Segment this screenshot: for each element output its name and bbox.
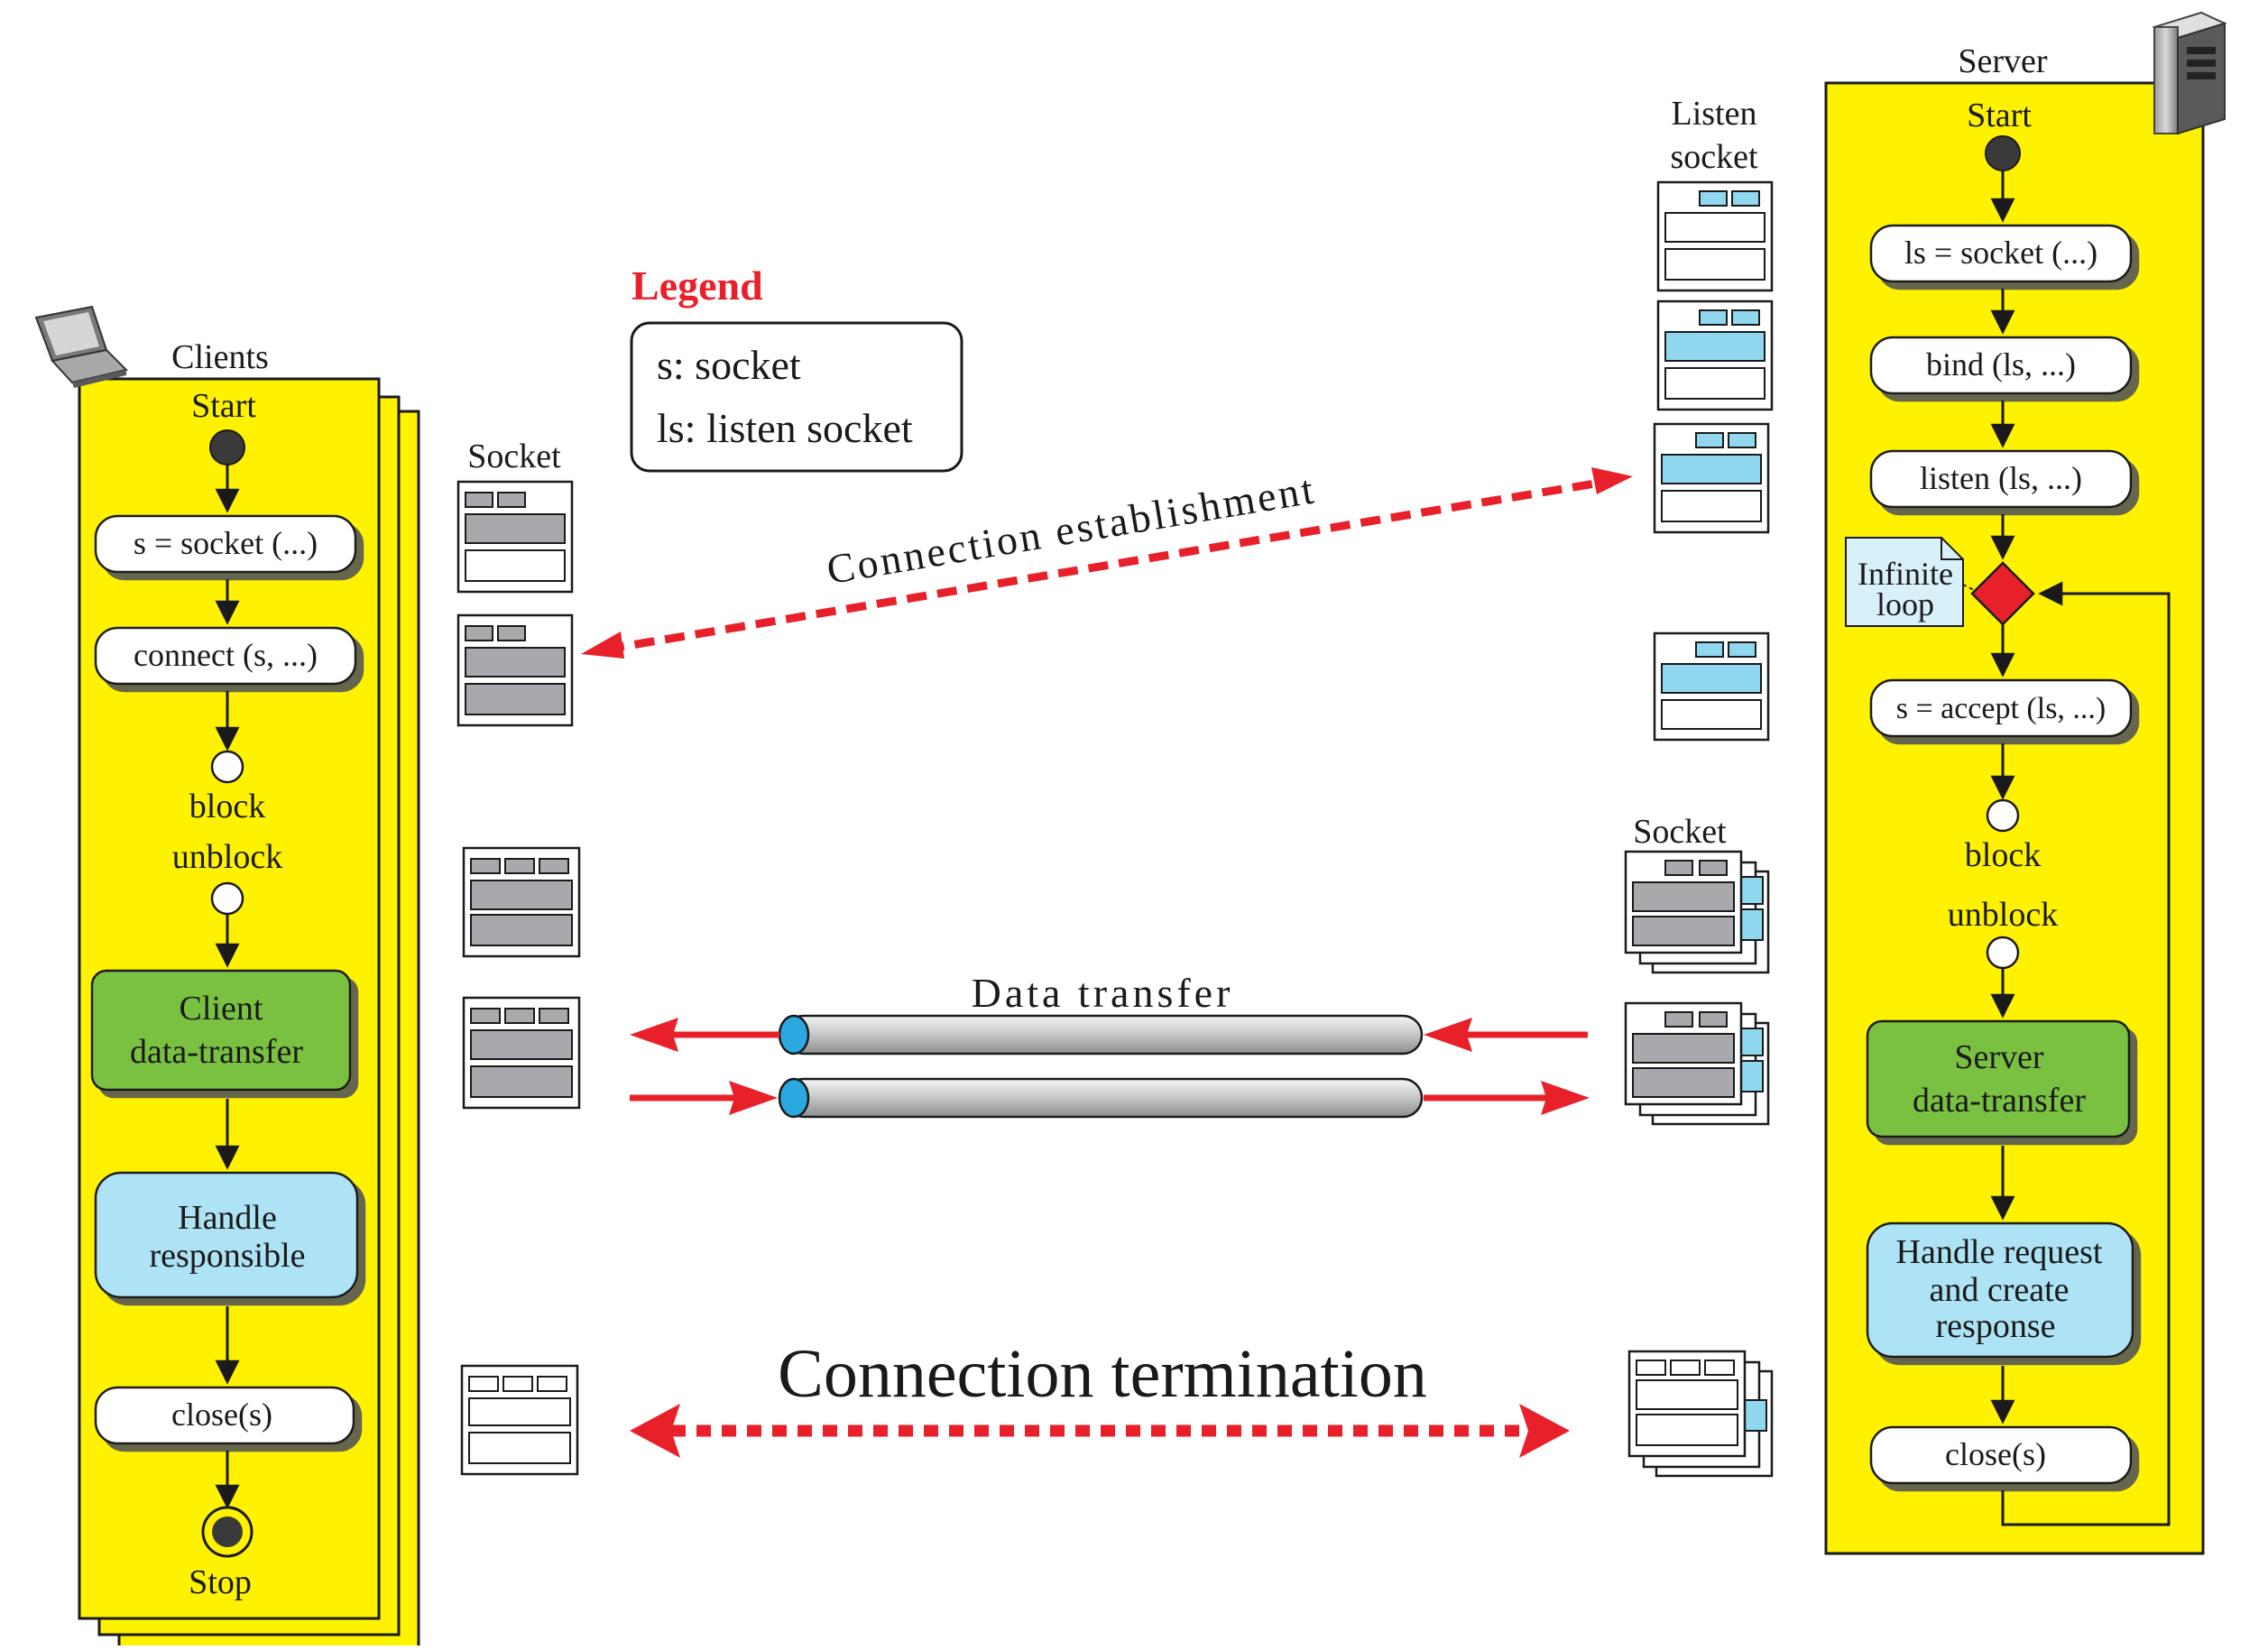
server-start-label: Start	[1967, 97, 2032, 134]
server-title: Server	[1958, 42, 2048, 80]
client-socket-label: Socket	[467, 438, 561, 475]
clients-handle-line1: Handle	[178, 1199, 277, 1237]
server-step-listen: listen (ls, ...)	[1920, 460, 2082, 496]
server-handle-line2: and create	[1929, 1271, 2069, 1309]
server-block-node	[1986, 798, 2020, 833]
server-step-accept: s = accept (ls, ...)	[1896, 692, 2107, 725]
server-block-label: block	[1965, 836, 2041, 874]
client-socket-icon-1	[456, 480, 574, 594]
clients-step-socket: s = socket (...)	[134, 525, 318, 561]
server-handle-line1: Handle request	[1896, 1233, 2103, 1271]
server-infinite-loop-line1: Infinite	[1858, 556, 1953, 592]
listen-socket-icon-1	[1656, 180, 1774, 292]
server-data-transfer-line2: data-transfer	[1913, 1082, 2086, 1120]
client-socket-icon-5	[460, 1364, 579, 1476]
server-step-socket: ls = socket (...)	[1904, 235, 2097, 271]
clients-handle-line2: responsible	[149, 1237, 305, 1275]
client-block-label: block	[189, 788, 265, 825]
server-handle-box: Handle request and create response	[1866, 1221, 2134, 1359]
server-data-transfer-box: Server data-transfer	[1866, 1019, 2131, 1138]
listen-socket-icon-4	[1653, 631, 1770, 742]
client-close-step: close(s)	[94, 1386, 355, 1445]
client-unblock-label: unblock	[172, 838, 282, 876]
server-close: close(s)	[1945, 1436, 2046, 1472]
client-socket-step: s = socket (...)	[94, 514, 357, 574]
legend-title: Legend	[632, 263, 763, 309]
data-transfer-label: Data transfer	[972, 970, 1234, 1016]
client-start-node	[209, 429, 245, 466]
connection-termination-label: Connection termination	[778, 1336, 1427, 1412]
listen-socket-icon-2	[1656, 300, 1774, 411]
server-socket-label: Socket	[1633, 813, 1727, 851]
client-socket-icon-4	[462, 996, 581, 1110]
server-socket-stack-3	[1627, 1350, 1774, 1478]
client-block-node	[210, 750, 244, 784]
clients-data-transfer-line1: Client	[180, 990, 263, 1028]
server-socket-step: ls = socket (...)	[1869, 224, 2133, 283]
server-unblock-label: unblock	[1948, 896, 2058, 934]
server-listen-step: listen (ls, ...)	[1869, 449, 2133, 509]
clients-close: close(s)	[171, 1397, 272, 1433]
server-tower-icon	[2152, 11, 2227, 135]
listen-socket-label-1: Listen	[1672, 95, 1757, 133]
loop-back-arrow	[2001, 581, 2171, 1526]
server-accept-step: s = accept (ls, ...)	[1869, 678, 2133, 738]
legend-box: s: socket ls: listen socket	[630, 321, 963, 473]
infinite-loop-note: Infinite loop	[1845, 537, 1964, 627]
clients-title: Clients	[171, 338, 269, 376]
clients-step-connect: connect (s, ...)	[134, 637, 318, 673]
client-socket-icon-3	[462, 846, 581, 958]
client-socket-icon-2	[456, 613, 574, 727]
server-step-bind: bind (ls, ...)	[1926, 346, 2076, 383]
server-infinite-loop-line2: loop	[1876, 586, 1934, 622]
listen-socket-label-2: socket	[1670, 138, 1758, 176]
connection-establishment-arrow	[581, 467, 1633, 659]
laptop-icon	[34, 305, 128, 388]
client-start-label: Start	[191, 387, 256, 425]
server-close-step: close(s)	[1869, 1425, 2133, 1485]
legend-item-socket: s: socket	[657, 342, 801, 388]
clients-data-transfer-line2: data-transfer	[130, 1033, 303, 1071]
server-data-transfer-line1: Server	[1954, 1038, 2044, 1076]
listen-socket-icon-3	[1653, 422, 1770, 534]
server-socket-stack-1	[1624, 850, 1770, 974]
server-bind-step: bind (ls, ...)	[1869, 336, 2133, 395]
client-handle-box: Handle responsible	[94, 1171, 359, 1299]
server-socket-stack-2	[1624, 1001, 1770, 1126]
connection-termination-arrow	[630, 1404, 1570, 1458]
client-unblock-node	[210, 881, 244, 916]
server-start-node	[1985, 135, 2021, 171]
data-transfer-arrows	[630, 1018, 1590, 1115]
server-unblock-node	[1986, 936, 2020, 970]
client-stop-node	[201, 1506, 254, 1558]
data-transfer-pipe-bottom	[778, 1077, 1424, 1119]
client-data-transfer-box: Client data-transfer	[90, 969, 352, 1092]
data-transfer-pipe-top	[778, 1014, 1424, 1055]
server-handle-line3: response	[1936, 1307, 2056, 1345]
legend-item-listen-socket: ls: listen socket	[657, 405, 913, 451]
client-stop-label: Stop	[189, 1563, 252, 1601]
client-connect-step: connect (s, ...)	[94, 626, 357, 686]
